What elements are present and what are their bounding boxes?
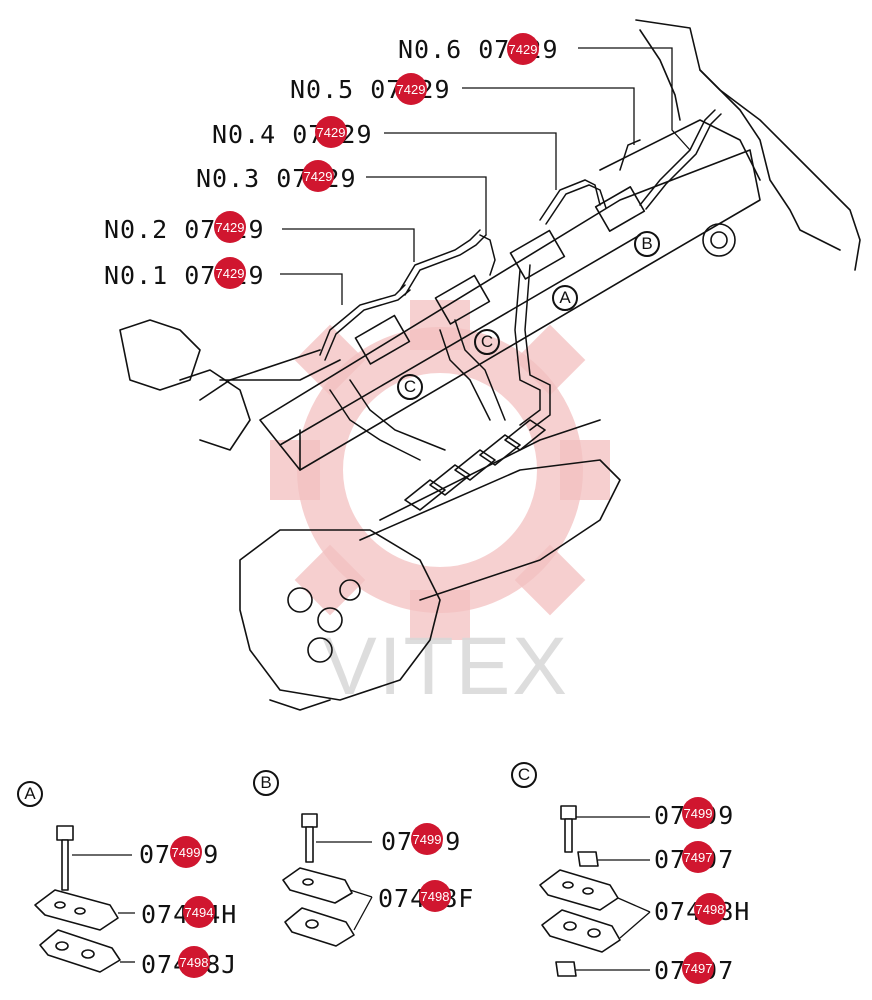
- hotspot-pipe-no2[interactable]: 7429: [214, 211, 246, 243]
- hotspot-detail-c-nut-bottom[interactable]: 7497: [682, 952, 714, 984]
- callout-a: A: [552, 285, 578, 311]
- hotspot-detail-b-clamp[interactable]: 7498: [419, 880, 451, 912]
- hotspot-pipe-no4[interactable]: 7429: [315, 116, 347, 148]
- detail-a-title: A: [17, 781, 43, 807]
- hotspot-pipe-no5[interactable]: 7429: [395, 73, 427, 105]
- hotspot-pipe-no6[interactable]: 7429: [507, 33, 539, 65]
- detail-b-title: B: [253, 770, 279, 796]
- hotspot-detail-c-bolt[interactable]: 7499: [682, 797, 714, 829]
- hotspot-detail-c-clamp[interactable]: 7498: [694, 893, 726, 925]
- callout-b: B: [634, 231, 660, 257]
- hotspot-detail-a-upper-clamp[interactable]: 7494: [183, 896, 215, 928]
- detail-c-title: C: [511, 762, 537, 788]
- hotspot-detail-a-lower-clamp[interactable]: 7498: [178, 946, 210, 978]
- watermark-text: VITEX: [322, 621, 569, 712]
- hotspot-detail-c-nut-top[interactable]: 7497: [682, 841, 714, 873]
- hotspot-pipe-no3[interactable]: 7429: [302, 160, 334, 192]
- hotspot-detail-b-bolt[interactable]: 7499: [411, 823, 443, 855]
- hotspot-detail-a-bolt[interactable]: 7499: [170, 836, 202, 868]
- callout-c-upper: C: [474, 329, 500, 355]
- hotspot-pipe-no1[interactable]: 7429: [214, 257, 246, 289]
- callout-c-lower: C: [397, 374, 423, 400]
